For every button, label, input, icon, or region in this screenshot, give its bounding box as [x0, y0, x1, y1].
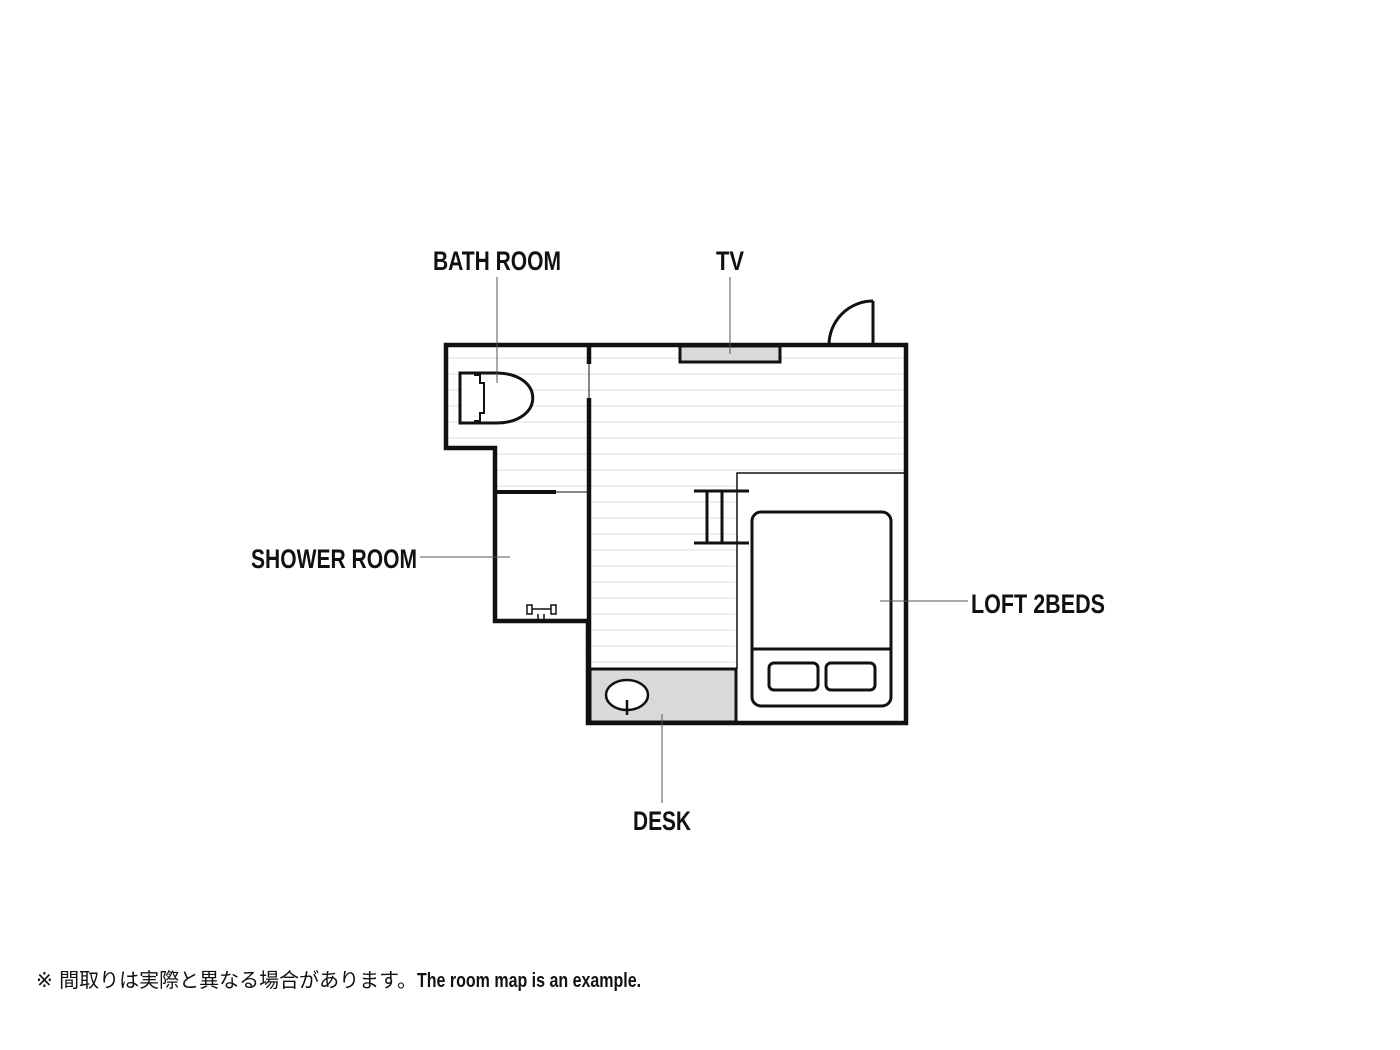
- floor-lines: [448, 357, 904, 663]
- note-mark: ※: [36, 968, 53, 992]
- shower-faucet: [526, 604, 557, 620]
- label-desk: DESK: [633, 806, 691, 836]
- footer-note: ※ 間取りは実際と異なる場合があります。The room map is an e…: [36, 964, 697, 993]
- ladder: [694, 489, 749, 545]
- leader-lines: [420, 277, 968, 803]
- entrance-door: [827, 299, 875, 346]
- label-bath-room: BATH ROOM: [433, 246, 561, 276]
- note-english: The room map is an example.: [417, 970, 642, 992]
- label-shower-room: SHOWER ROOM: [251, 544, 417, 574]
- toilet: [458, 371, 535, 425]
- label-tv: TV: [716, 246, 744, 276]
- note-japanese: 間取りは実際と異なる場合があります。: [59, 968, 418, 992]
- loft: [734, 472, 906, 723]
- label-loft: LOFT 2BEDS: [971, 589, 1105, 619]
